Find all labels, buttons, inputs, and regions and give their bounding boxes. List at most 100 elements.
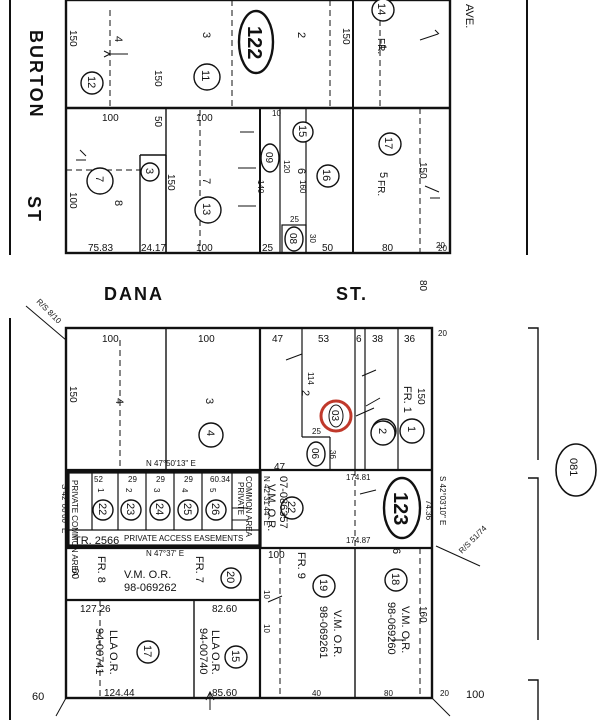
svg-text:26: 26: [209, 503, 221, 515]
svg-text:16: 16: [320, 169, 332, 181]
svg-text:03: 03: [329, 410, 340, 422]
small-dim: 174.81: [346, 473, 371, 482]
dim-label: 114: [306, 372, 315, 385]
bearing-label: N 42°31'44" E: [262, 476, 271, 526]
dim-label: 100: [198, 334, 215, 345]
dim-label: 50: [152, 116, 163, 128]
dim-label: 150: [165, 174, 176, 191]
vm-or-label: V.M. O.R.: [265, 484, 277, 531]
svg-text:09: 09: [263, 152, 274, 164]
bearing-label: N 47°50'13" E: [146, 459, 196, 468]
vm-or-label: V.M. O.R.: [331, 610, 343, 657]
dim-label: 60: [32, 691, 44, 703]
dim-label: 36: [328, 450, 337, 459]
parcel-circle-25: 25: [177, 499, 199, 521]
small-dim: 60.34: [210, 475, 231, 484]
lot-number: 4: [113, 398, 125, 404]
dim-label: 127.26: [80, 604, 111, 615]
svg-text:15: 15: [296, 125, 308, 137]
dim-label: 25: [290, 215, 299, 224]
vm-or-number: 07-086357: [277, 476, 289, 529]
dim-label: 100: [102, 113, 119, 124]
dim-label: 100: [67, 192, 78, 209]
dim-label: 150: [340, 28, 351, 45]
parcel-oval-06: 06: [306, 441, 326, 467]
dim-label: 80: [382, 243, 394, 254]
small-dim: 29: [184, 475, 193, 484]
street-label-st-left: ST: [24, 196, 44, 223]
block-number-081-oval: [555, 443, 597, 497]
svg-text:17: 17: [141, 645, 153, 657]
dim-label: 85.60: [212, 688, 237, 699]
dim-label: 150: [67, 30, 78, 47]
small-dim: 52: [94, 475, 103, 484]
block-number-081: 081: [567, 458, 579, 476]
tract-label: TR. 2566: [74, 535, 119, 547]
small-dim: 29: [156, 475, 165, 484]
small-dim: 29: [128, 475, 137, 484]
dim-label: 20: [438, 329, 447, 338]
dim-label: 60: [69, 568, 80, 580]
lla-or-number: 94-00740: [197, 628, 209, 675]
rs-label: R/S 51/74: [457, 524, 489, 556]
dim-label: 53: [318, 334, 330, 345]
lot-number: 6: [295, 168, 307, 174]
lot-number: 6: [390, 548, 402, 554]
parcel-circle: 15: [292, 121, 314, 143]
dim-label: 20: [438, 244, 447, 253]
dim-label: 10: [272, 109, 281, 118]
block-number-oval: [382, 476, 422, 540]
dim-label: 160: [417, 606, 428, 623]
dim-label: 30: [308, 234, 317, 243]
parcel-circle: 17: [136, 640, 160, 664]
parcel-circle-26: 26: [205, 499, 227, 521]
bearing-label: S 42°00'00" E: [60, 484, 69, 533]
svg-text:13: 13: [200, 203, 212, 215]
dim-label: 50: [322, 243, 334, 254]
lot-number: 7: [200, 178, 212, 184]
block-number-123: 123: [389, 492, 411, 525]
highlighted-parcel-03[interactable]: 03: [319, 399, 353, 433]
dim-label: 120: [282, 160, 291, 174]
svg-text:14: 14: [375, 3, 387, 15]
parcel-circle: 2: [370, 420, 396, 446]
svg-text:19: 19: [317, 579, 329, 591]
parcel-circle: 19: [312, 574, 336, 598]
parcel-oval-09: 09: [260, 143, 280, 173]
dim-label: 80: [384, 689, 393, 698]
parcel-circle-23: 23: [120, 499, 142, 521]
parcel-circle: 17: [378, 132, 402, 156]
small-dim: 174.87: [346, 536, 371, 545]
rs-label: R/S 8/10: [35, 297, 64, 326]
dim-label: 82.60: [212, 604, 237, 615]
lla-or-label: LLA O.R.: [209, 630, 221, 675]
parcel-circle: 13: [194, 196, 222, 224]
parcel-circle: 12: [80, 71, 104, 95]
dim-label: 150: [152, 70, 163, 87]
dim-label: 150: [67, 386, 78, 403]
lot-number: FR. 1: [401, 386, 413, 413]
svg-text:2: 2: [376, 428, 388, 434]
svg-text:18: 18: [389, 573, 401, 585]
parcel-circle-22: 22: [92, 499, 114, 521]
private-access-label: PRIVATE ACCESS EASEMENTS: [124, 534, 243, 543]
dim-label: 40: [312, 689, 321, 698]
lot-number: 2: [299, 390, 311, 396]
lla-or-label: LLA O.R.: [107, 630, 119, 675]
top-block: 122 100 50 100 150 150 150 100 75.83 24.…: [64, 0, 452, 255]
svg-text:11: 11: [199, 70, 211, 81]
vm-or-number: 98-069261: [317, 606, 329, 659]
lla-or-number: 94-00741: [93, 628, 105, 675]
dim-label: 75.83: [88, 243, 113, 254]
dim-label: 124.44: [104, 688, 135, 699]
bearing-label: N 47°37' E: [146, 549, 184, 558]
dim-label: 10: [262, 590, 271, 599]
dim-label: 38: [372, 334, 384, 345]
parcel-circle: 22: [280, 496, 304, 520]
parcel-circle: 14: [371, 0, 395, 22]
block-number-122: 122: [243, 26, 265, 59]
dim-label: 36: [404, 334, 416, 345]
parcel-circle: 15: [224, 645, 248, 669]
svg-text:12: 12: [85, 76, 97, 88]
bottom-block: 123 081 100 100 47 53 6 38 36 20 80 150 …: [32, 280, 597, 703]
